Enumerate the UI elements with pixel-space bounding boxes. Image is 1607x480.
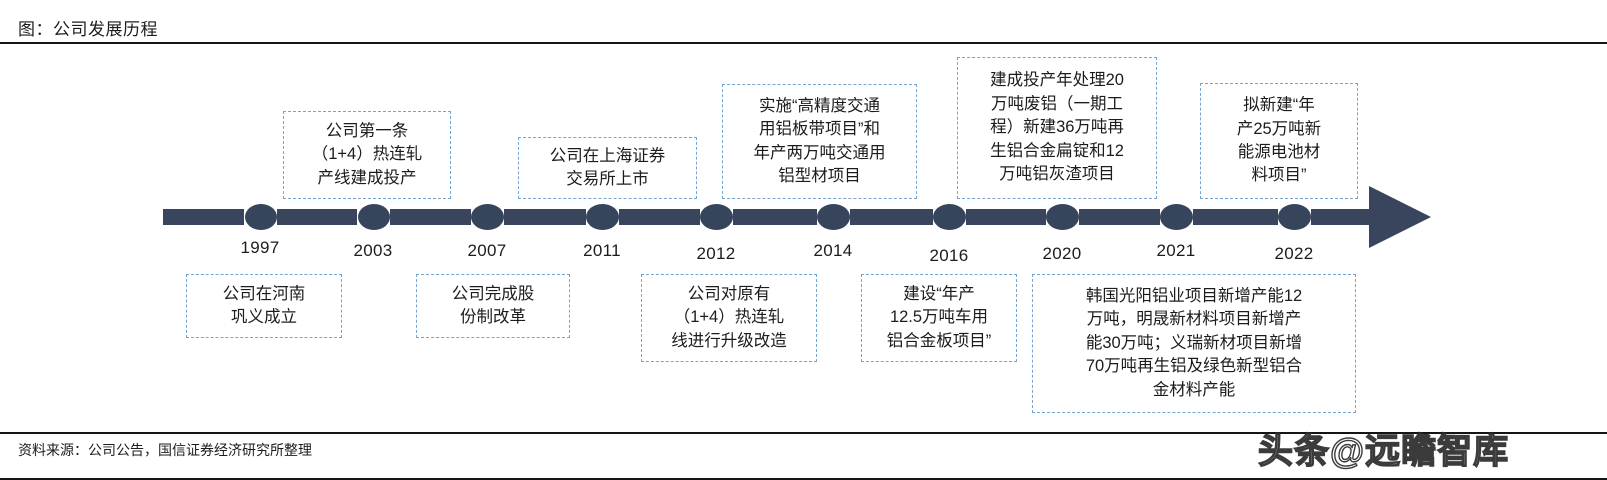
timeline-dot — [358, 204, 390, 230]
year-label-2016: 2016 — [929, 246, 969, 265]
event-box-2016: 建设“年产 12.5万吨车用 铝合金板项目” — [861, 274, 1017, 362]
year-label-2020: 2020 — [1042, 244, 1082, 263]
event-box-2022: 拟新建“年 产25万吨新 能源电池材 料项目” — [1200, 83, 1358, 199]
watermark: 头条@远瞻智库 — [1257, 431, 1510, 471]
year-label-2021: 2021 — [1156, 241, 1196, 260]
axis-segment — [619, 209, 700, 225]
axis-segment — [163, 209, 244, 225]
axis-segment — [1079, 209, 1160, 225]
timeline-dot — [933, 204, 966, 230]
timeline-dot — [1160, 204, 1193, 230]
year-label-1997: 1997 — [240, 238, 280, 257]
year-label-2007: 2007 — [467, 241, 507, 260]
year-label-2014: 2014 — [813, 241, 853, 260]
event-box-2021: 韩国光阳铝业项目新增产能12 万吨，明晟新材料项目新增产 能30万吨；义瑞新材项… — [1032, 274, 1356, 413]
event-box-2020: 建成投产年处理20 万吨废铝（一期工 程）新建36万吨再 生铝合金扁锭和12 万… — [957, 57, 1157, 199]
year-label-2022: 2022 — [1274, 244, 1314, 263]
axis-segment — [733, 209, 817, 225]
axis-segment — [390, 209, 471, 225]
timeline-dot — [700, 204, 733, 230]
year-label-2011: 2011 — [583, 241, 621, 260]
event-box-1997: 公司在河南 巩义成立 — [186, 274, 342, 338]
event-box-2003: 公司第一条 （1+4）热连轧 产线建成投产 — [283, 111, 451, 199]
event-box-2007: 公司完成股 份制改革 — [416, 274, 570, 338]
axis-segment — [504, 209, 586, 225]
axis-segment — [966, 209, 1046, 225]
divider-footer — [0, 478, 1607, 480]
event-box-2011: 公司在上海证券 交易所上市 — [518, 137, 697, 199]
timeline-dot — [586, 204, 619, 230]
source-note: 资料来源：公司公告，国信证券经济研究所整理 — [18, 442, 312, 458]
year-label-2003: 2003 — [353, 241, 393, 260]
timeline-dot — [245, 204, 277, 230]
axis-segment — [1193, 209, 1278, 225]
event-box-2012-below: 公司对原有 （1+4）热连轧 线进行升级改造 — [641, 274, 817, 362]
axis-segment — [850, 209, 933, 225]
axis-segment-tail — [1311, 209, 1371, 225]
year-label-2012: 2012 — [696, 244, 736, 263]
divider-bottom — [0, 432, 1607, 434]
timeline-dot — [1278, 204, 1311, 230]
divider-top — [0, 42, 1607, 44]
timeline-dot — [817, 204, 850, 230]
timeline-arrow-icon — [1369, 186, 1431, 248]
event-box-2012-above: 实施“高精度交通 用铝板带项目”和 年产两万吨交通用 铝型材项目 — [722, 84, 917, 199]
timeline-dot — [471, 204, 504, 230]
timeline-dot — [1046, 204, 1079, 230]
axis-segment — [277, 209, 357, 225]
page-title: 图：公司发展历程 — [18, 20, 158, 39]
